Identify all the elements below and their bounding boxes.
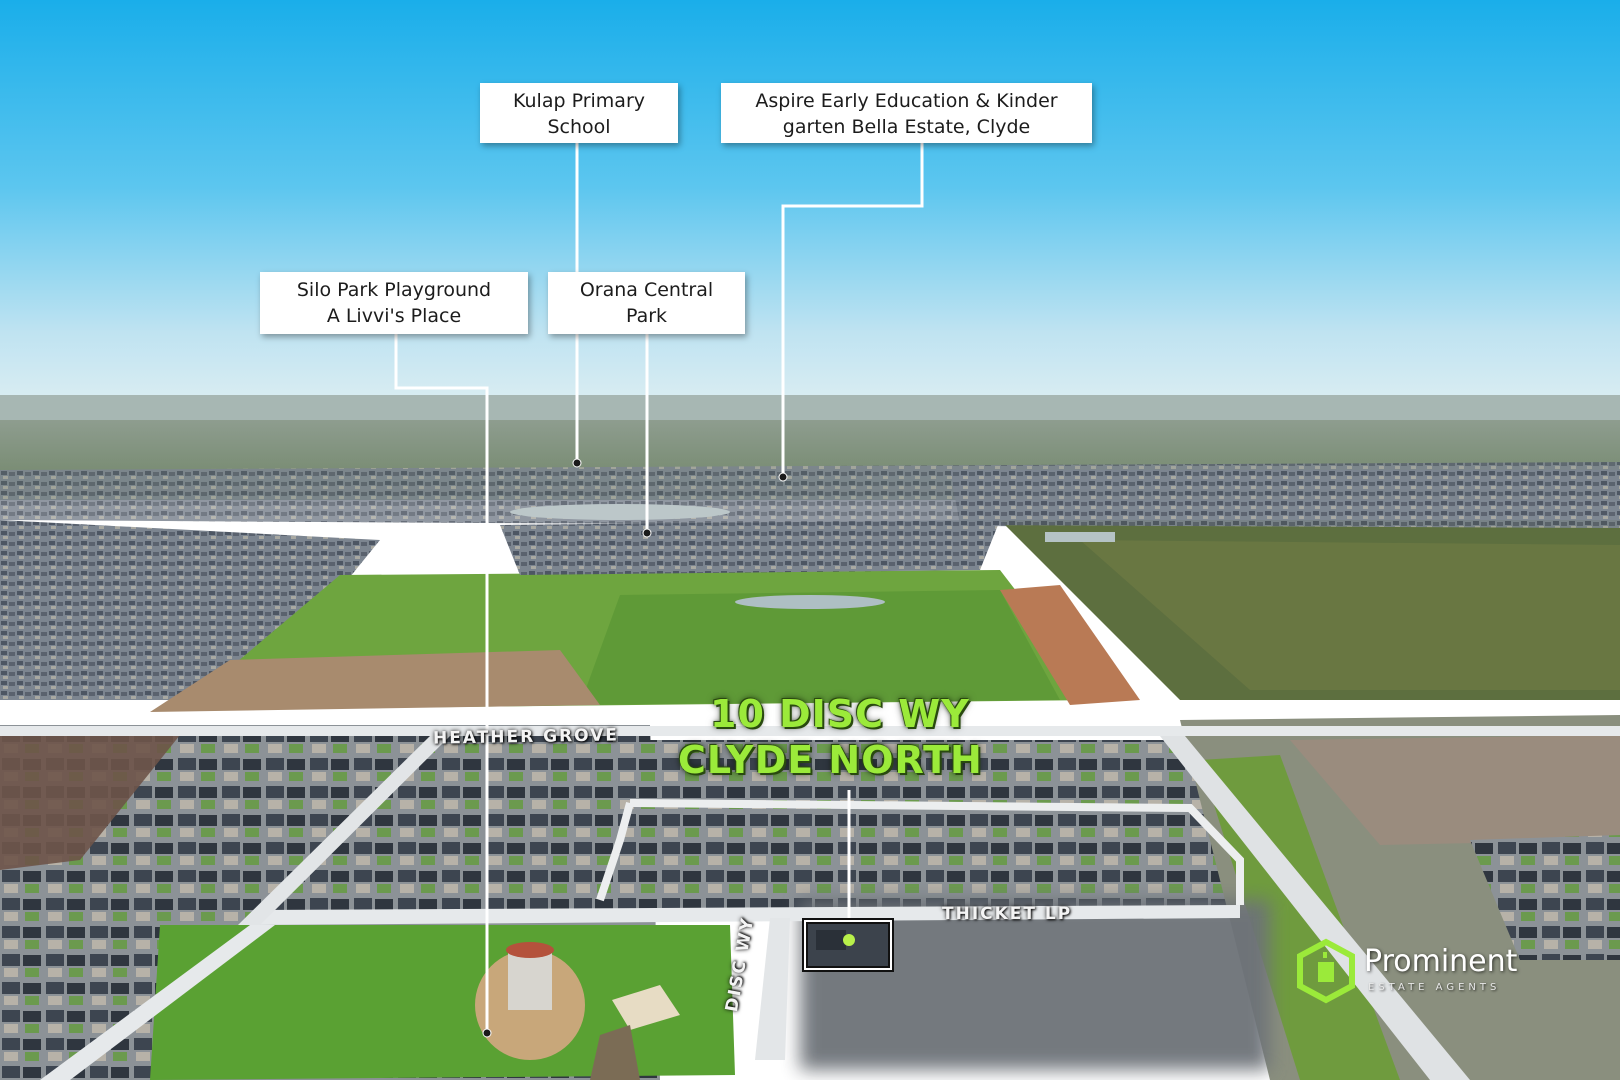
street-label-thicket-lp: THICKET LP — [942, 904, 1073, 924]
silo-tower — [508, 950, 552, 1010]
leader-line-aspire — [781, 140, 924, 477]
brand-name: Prominent — [1364, 944, 1518, 979]
park-lawn — [150, 925, 735, 1080]
poi-dot-kulap — [572, 458, 582, 468]
poi-dot-aspire — [778, 472, 788, 482]
property-marker — [843, 934, 855, 946]
poi-label-aspire-early-education: Aspire Early Education & Kinder garten B… — [721, 83, 1092, 143]
poi-label-line1: Silo Park Playground — [296, 279, 492, 301]
property-address-line1: 10 DISC WY — [710, 692, 970, 736]
road-disc-wy — [755, 918, 790, 1060]
poi-label-line1: Aspire Early Education & Kinder — [755, 90, 1058, 112]
brand-tagline: ESTATE AGENTS — [1368, 982, 1501, 993]
center-estate — [630, 740, 1250, 915]
property-address-line2: CLYDE NORTH — [678, 738, 983, 782]
brand-logo: Prominent ESTATE AGENTS — [1296, 938, 1556, 1008]
poi-label-kulap-primary-school: Kulap Primary School — [480, 83, 678, 143]
poi-label-line2: School — [547, 116, 611, 138]
road-heather-grove — [0, 726, 1620, 736]
poi-label-silo-park-playground: Silo Park Playground A Livvi's Place — [260, 272, 528, 334]
poi-label-orana-central-park: Orana Central Park — [548, 272, 745, 334]
poi-label-line1: Orana Central — [579, 279, 714, 301]
road-thicket-lp — [255, 905, 1240, 925]
poi-dot-orana — [642, 528, 652, 538]
poi-dot-silo — [482, 1028, 492, 1038]
poi-label-line2: Park — [625, 305, 668, 327]
poi-label-line1: Kulap Primary — [513, 90, 645, 112]
pond — [510, 504, 730, 520]
street-label-heather-grove: HEATHER GROVE — [432, 725, 620, 749]
poi-label-line2: garten Bella Estate, Clyde — [782, 116, 1031, 138]
leader-line-silo — [394, 332, 489, 1033]
poi-label-line2: A Livvi's Place — [326, 305, 462, 327]
house-hexagon-logo-icon — [1297, 938, 1355, 1004]
